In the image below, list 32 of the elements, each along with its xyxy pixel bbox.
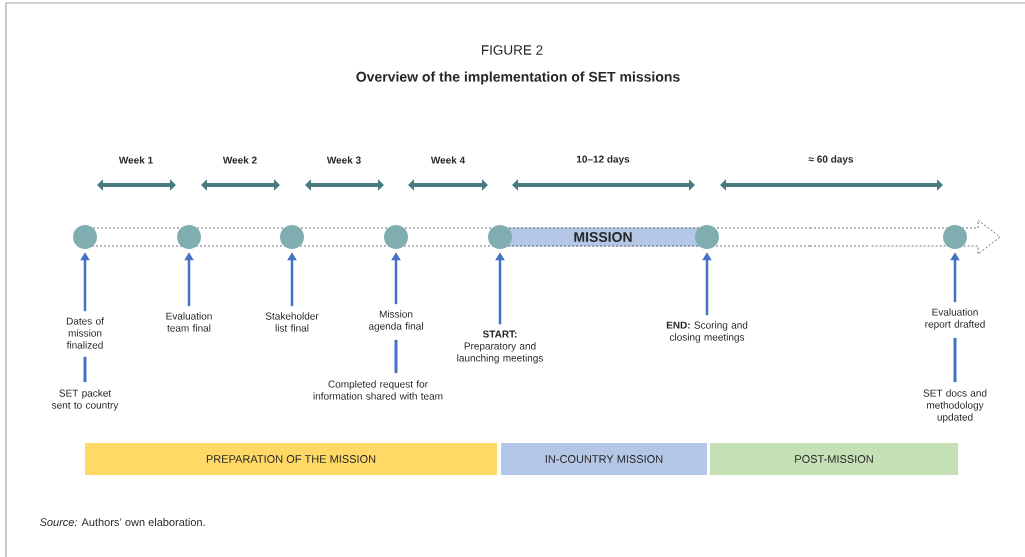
duration-label: 10–12 days — [576, 155, 630, 165]
connector-bar — [394, 339, 398, 374]
milestone-circle — [280, 225, 304, 249]
figure-number: FIGURE 2 — [482, 45, 543, 55]
connector-bar — [83, 356, 87, 383]
duration-label: Week 2 — [222, 156, 257, 164]
milestone-circle — [384, 225, 408, 249]
connector-bar — [953, 337, 957, 383]
milestone-text: Completed request for information shared with team — [313, 380, 443, 400]
milestone-circle — [695, 225, 719, 249]
milestone-text: Evaluation report drafted — [925, 308, 985, 330]
duration-label: Week 1 — [118, 156, 153, 164]
duration-label: Week 3 — [326, 156, 361, 164]
milestone-text: Evaluation team final — [166, 312, 212, 332]
milestone-text: SET packet sent to country — [51, 389, 119, 411]
milestone-text: Stakeholder list final — [265, 312, 319, 332]
duration-label: ≈ 60 days — [808, 155, 854, 165]
milestone-text: END: Scoring and closing meetings — [666, 321, 748, 343]
milestone-text: SET docs and methodology updated — [923, 389, 987, 423]
milestone-circle — [73, 225, 97, 249]
milestone-circle — [943, 225, 967, 249]
milestone-text: Dates of mission finalized — [66, 317, 104, 349]
title: Overview of the implementation of SET missions — [356, 71, 680, 85]
phase-bar: PREPARATION OF THE MISSION — [85, 443, 497, 475]
milestone-circle — [488, 225, 512, 249]
phase-bar: POST-MISSION — [710, 443, 958, 475]
source-note: Source: Authors’ own elaboration. — [39, 517, 205, 527]
phase-bar: IN-COUNTRY MISSION — [501, 443, 707, 475]
milestone-text: Mission agenda final — [368, 310, 423, 332]
milestone-circle — [177, 225, 201, 249]
duration-label: Week 4 — [430, 156, 466, 164]
milestone-text: START: Preparatory and launching meetings — [457, 330, 543, 364]
